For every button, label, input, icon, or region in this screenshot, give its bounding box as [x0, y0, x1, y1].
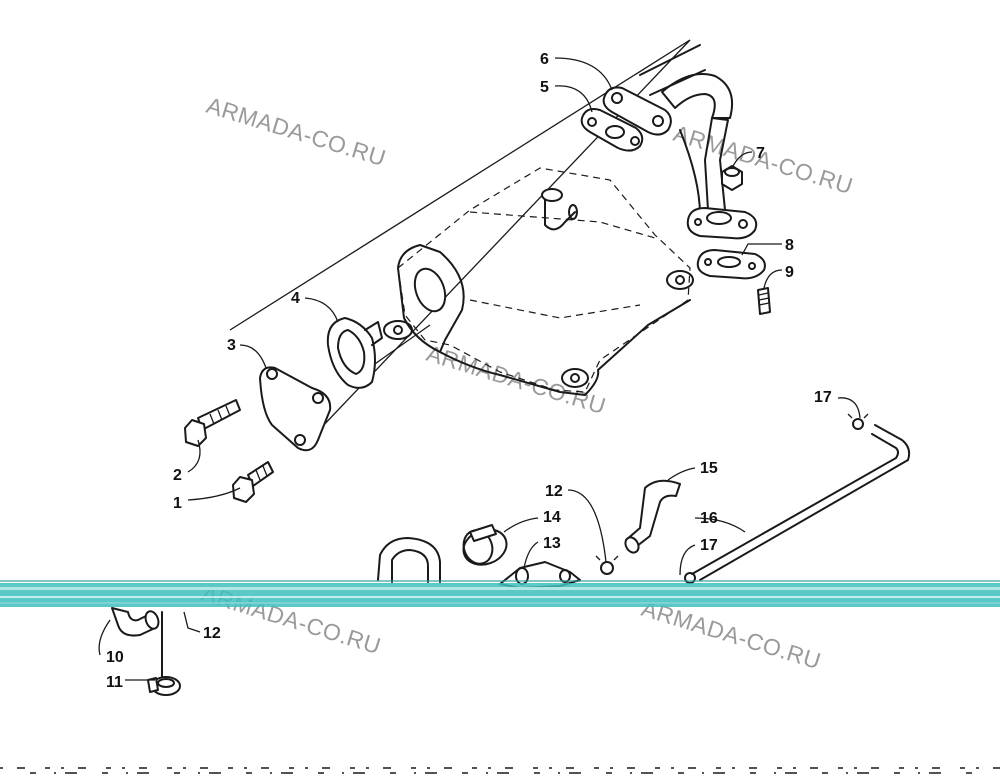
callout-16: 16	[700, 510, 718, 527]
bottom-edge-noise	[0, 767, 1000, 774]
callout-5: 5	[540, 79, 549, 96]
callout-2: 2	[173, 467, 182, 484]
callout-8: 8	[785, 237, 794, 254]
nut-part-7	[721, 165, 743, 191]
bolt-part-1	[232, 461, 274, 503]
callout-7: 7	[756, 145, 765, 162]
flange-part-6	[602, 86, 672, 136]
clamp-part-14	[462, 524, 508, 566]
callout-3: 3	[227, 337, 236, 354]
callout-10: 10	[106, 649, 124, 666]
watermark: ARMADA-CO.RU	[204, 92, 390, 171]
clamp-part-11	[147, 611, 181, 696]
callout-11: 11	[106, 674, 123, 691]
scan-artifact-band	[0, 580, 1000, 607]
callout-6: 6	[540, 51, 549, 68]
gasket-part-4	[326, 317, 383, 389]
hose-part-15	[624, 479, 681, 554]
callout-1: 1	[173, 495, 182, 512]
callout-12-lower: 12	[203, 625, 221, 642]
callout-9: 9	[785, 264, 794, 281]
stud-part-9	[757, 287, 771, 315]
callout-12-upper: 12	[545, 483, 563, 500]
callout-17-upper: 17	[814, 389, 832, 406]
hose-loop	[377, 537, 441, 583]
bolt-part-2	[184, 399, 241, 447]
callout-13: 13	[543, 535, 561, 552]
callouts: 1 2 3 4 5 6 7 8 9 10 11 12 12 13 14 15 1…	[106, 51, 832, 691]
housing-body	[383, 188, 694, 396]
cover-part-3	[259, 366, 332, 452]
callout-17-lower: 17	[700, 537, 718, 554]
clip-part-17	[847, 413, 869, 430]
tube-part-16	[684, 424, 911, 584]
callout-4: 4	[291, 290, 300, 307]
hose-part-10	[111, 607, 160, 637]
gasket-part-5	[580, 108, 644, 152]
flange-plate	[686, 207, 758, 240]
gasket-part-8	[696, 249, 766, 280]
clip-part-12	[595, 555, 619, 575]
leader-lines	[98, 57, 861, 681]
callout-14: 14	[543, 509, 561, 526]
muffler-housing	[397, 167, 691, 393]
callout-15: 15	[700, 460, 718, 477]
